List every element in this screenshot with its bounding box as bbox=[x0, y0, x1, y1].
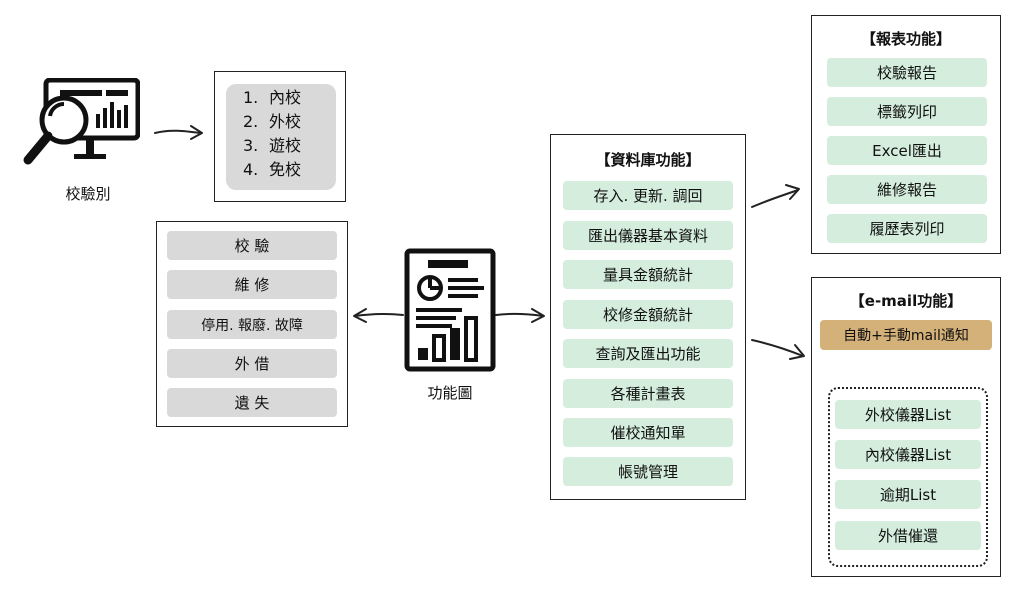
db-item-accounts: 帳號管理 bbox=[563, 457, 733, 486]
status-menu-box: 校 驗 維 修 停用. 報廢. 故障 外 借 遺 失 bbox=[156, 221, 348, 427]
list-item: 1.內校 bbox=[243, 88, 302, 107]
menu-item-disable: 停用. 報廢. 故障 bbox=[167, 310, 337, 339]
menu-item-lend: 外 借 bbox=[167, 349, 337, 378]
db-item-query-export: 查詢及匯出功能 bbox=[563, 339, 733, 368]
category-list: 1.內校 2.外校 3.遊校 4.免校 bbox=[243, 86, 301, 182]
menu-item-calibration: 校 驗 bbox=[167, 231, 337, 260]
report-item-history: 履歷表列印 bbox=[827, 214, 987, 243]
category-list-panel bbox=[226, 84, 336, 190]
email-item-lend-return: 外借催還 bbox=[835, 521, 981, 550]
menu-item-lost: 遺 失 bbox=[167, 388, 337, 417]
email-item-overdue: 逾期List bbox=[835, 480, 981, 509]
database-title: 【資料庫功能】 bbox=[595, 151, 701, 169]
email-list-group bbox=[828, 387, 988, 567]
report-item-calibration: 校驗報告 bbox=[827, 58, 987, 87]
report-document-icon bbox=[404, 248, 496, 372]
db-item-export-basic: 匯出儀器基本資料 bbox=[563, 221, 733, 250]
db-item-plans: 各種計畫表 bbox=[563, 379, 733, 408]
menu-item-repair: 維 修 bbox=[167, 270, 337, 299]
list-item: 2.外校 bbox=[243, 112, 302, 131]
db-item-tool-amount: 量具金額統計 bbox=[563, 260, 733, 289]
magnifier-monitor-icon bbox=[20, 77, 141, 168]
email-notify-item: 自動+手動mail通知 bbox=[820, 320, 992, 350]
report-item-excel: Excel匯出 bbox=[827, 136, 987, 165]
report-item-repair: 維修報告 bbox=[827, 175, 987, 204]
list-item: 4.免校 bbox=[243, 160, 302, 179]
db-item-save: 存入. 更新. 調回 bbox=[563, 181, 733, 210]
category-list-box: 1.內校 2.外校 3.遊校 4.免校 bbox=[214, 71, 346, 202]
email-item-external: 外校儀器List bbox=[835, 400, 981, 429]
db-item-reminder: 催校通知單 bbox=[563, 418, 733, 447]
report-box: 【報表功能】 校驗報告 標籤列印 Excel匯出 維修報告 履歷表列印 bbox=[811, 15, 1001, 254]
list-item: 3.遊校 bbox=[243, 136, 302, 155]
email-box: 【e-mail功能】 自動+手動mail通知 外校儀器List 內校儀器List… bbox=[811, 277, 1001, 577]
email-item-internal: 內校儀器List bbox=[835, 440, 981, 469]
report-item-label: 標籤列印 bbox=[827, 97, 987, 126]
center-caption: 功能圖 bbox=[427, 384, 473, 402]
db-item-repair-amount: 校修金額統計 bbox=[563, 300, 733, 329]
category-caption: 校驗別 bbox=[65, 185, 111, 203]
database-box: 【資料庫功能】 存入. 更新. 調回 匯出儀器基本資料 量具金額統計 校修金額統… bbox=[550, 134, 746, 500]
report-title: 【報表功能】 bbox=[860, 30, 951, 48]
email-title: 【e-mail功能】 bbox=[849, 292, 963, 310]
